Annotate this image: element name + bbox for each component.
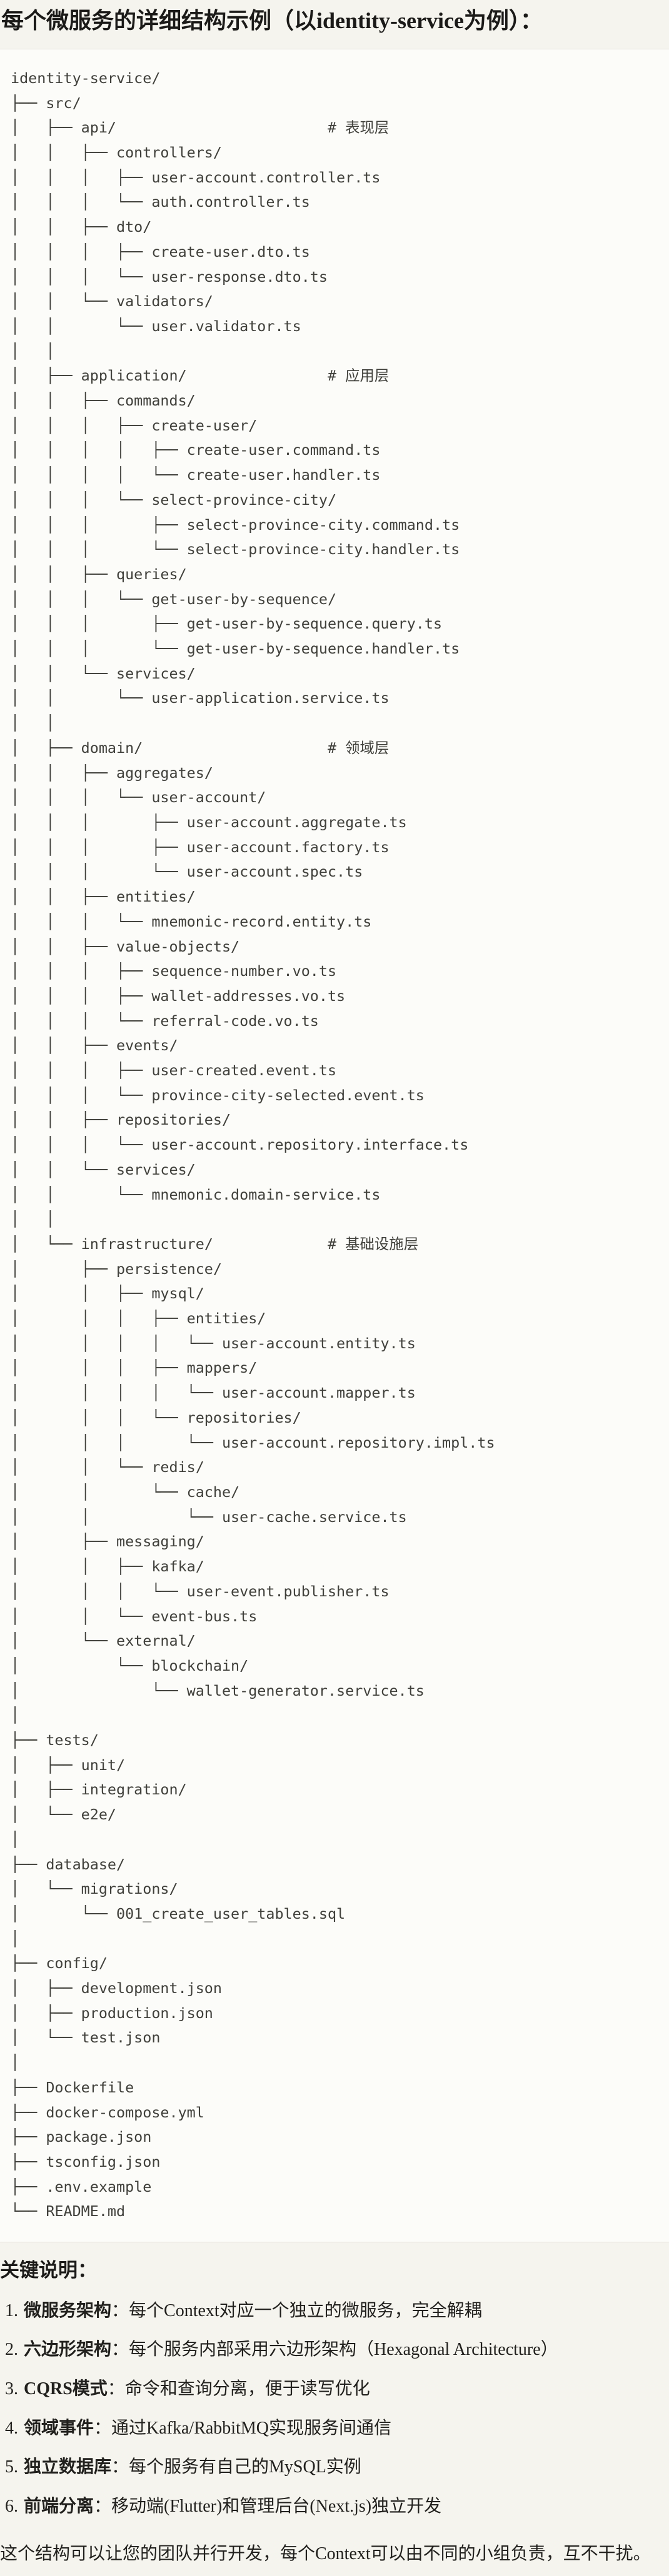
note-number: 6.: [5, 2496, 18, 2516]
note-item: 3. CQRS模式：命令和查询分离，便于读写优化: [0, 2379, 661, 2400]
note-item: 6. 前端分离：移动端(Flutter)和管理后台(Next.js)独立开发: [0, 2496, 661, 2517]
note-item: 4. 领域事件：通过Kafka/RabbitMQ实现服务间通信: [0, 2418, 661, 2439]
note-text: ：每个服务内部采用六边形架构（Hexagonal Architecture）: [111, 2340, 558, 2360]
note-number: 1.: [5, 2300, 18, 2320]
note-number: 5.: [5, 2457, 18, 2477]
note-text: ：移动端(Flutter)和管理后台(Next.js)独立开发: [94, 2496, 442, 2516]
note-text: ：每个服务有自己的MySQL实例: [111, 2457, 361, 2477]
note-number: 4.: [5, 2418, 18, 2438]
title-spacer: [0, 35, 669, 49]
note-label: 微服务架构: [24, 2300, 112, 2320]
note-label: 前端分离: [24, 2496, 94, 2516]
note-text: ：命令和查询分离，便于读写优化: [107, 2379, 370, 2399]
closing-paragraph: 这个结构可以让您的团队并行开发，每个Context可以由不同的小组负责，互不干扰…: [0, 2544, 651, 2564]
note-item: 5. 独立数据库：每个服务有自己的MySQL实例: [0, 2457, 661, 2478]
note-item: 2. 六边形架构：每个服务内部采用六边形架构（Hexagonal Architec…: [0, 2339, 661, 2360]
note-number: 3.: [5, 2379, 18, 2399]
notes-heading: 关键说明：: [0, 2259, 97, 2282]
note-label: 独立数据库: [24, 2457, 112, 2477]
note-text: ：通过Kafka/RabbitMQ实现服务间通信: [94, 2418, 391, 2438]
note-label: CQRS模式: [24, 2379, 108, 2399]
notes-section: 关键说明： 1. 微服务架构：每个Context对应一个独立的微服务，完全解耦 2…: [0, 2242, 669, 2576]
note-number: 2.: [5, 2340, 18, 2360]
note-label: 领域事件: [24, 2418, 94, 2438]
note-label: 六边形架构: [24, 2340, 112, 2360]
page-title: 每个微服务的详细结构示例（以identity-service为例）：: [1, 8, 543, 33]
code-block: identity-service/ ├── src/ │ ├── api/ # …: [0, 48, 669, 2243]
file-tree: identity-service/ ├── src/ │ ├── api/ # …: [11, 69, 495, 2220]
note-item: 1. 微服务架构：每个Context对应一个独立的微服务，完全解耦: [0, 2300, 661, 2322]
note-text: ：每个Context对应一个独立的微服务，完全解耦: [111, 2300, 482, 2320]
